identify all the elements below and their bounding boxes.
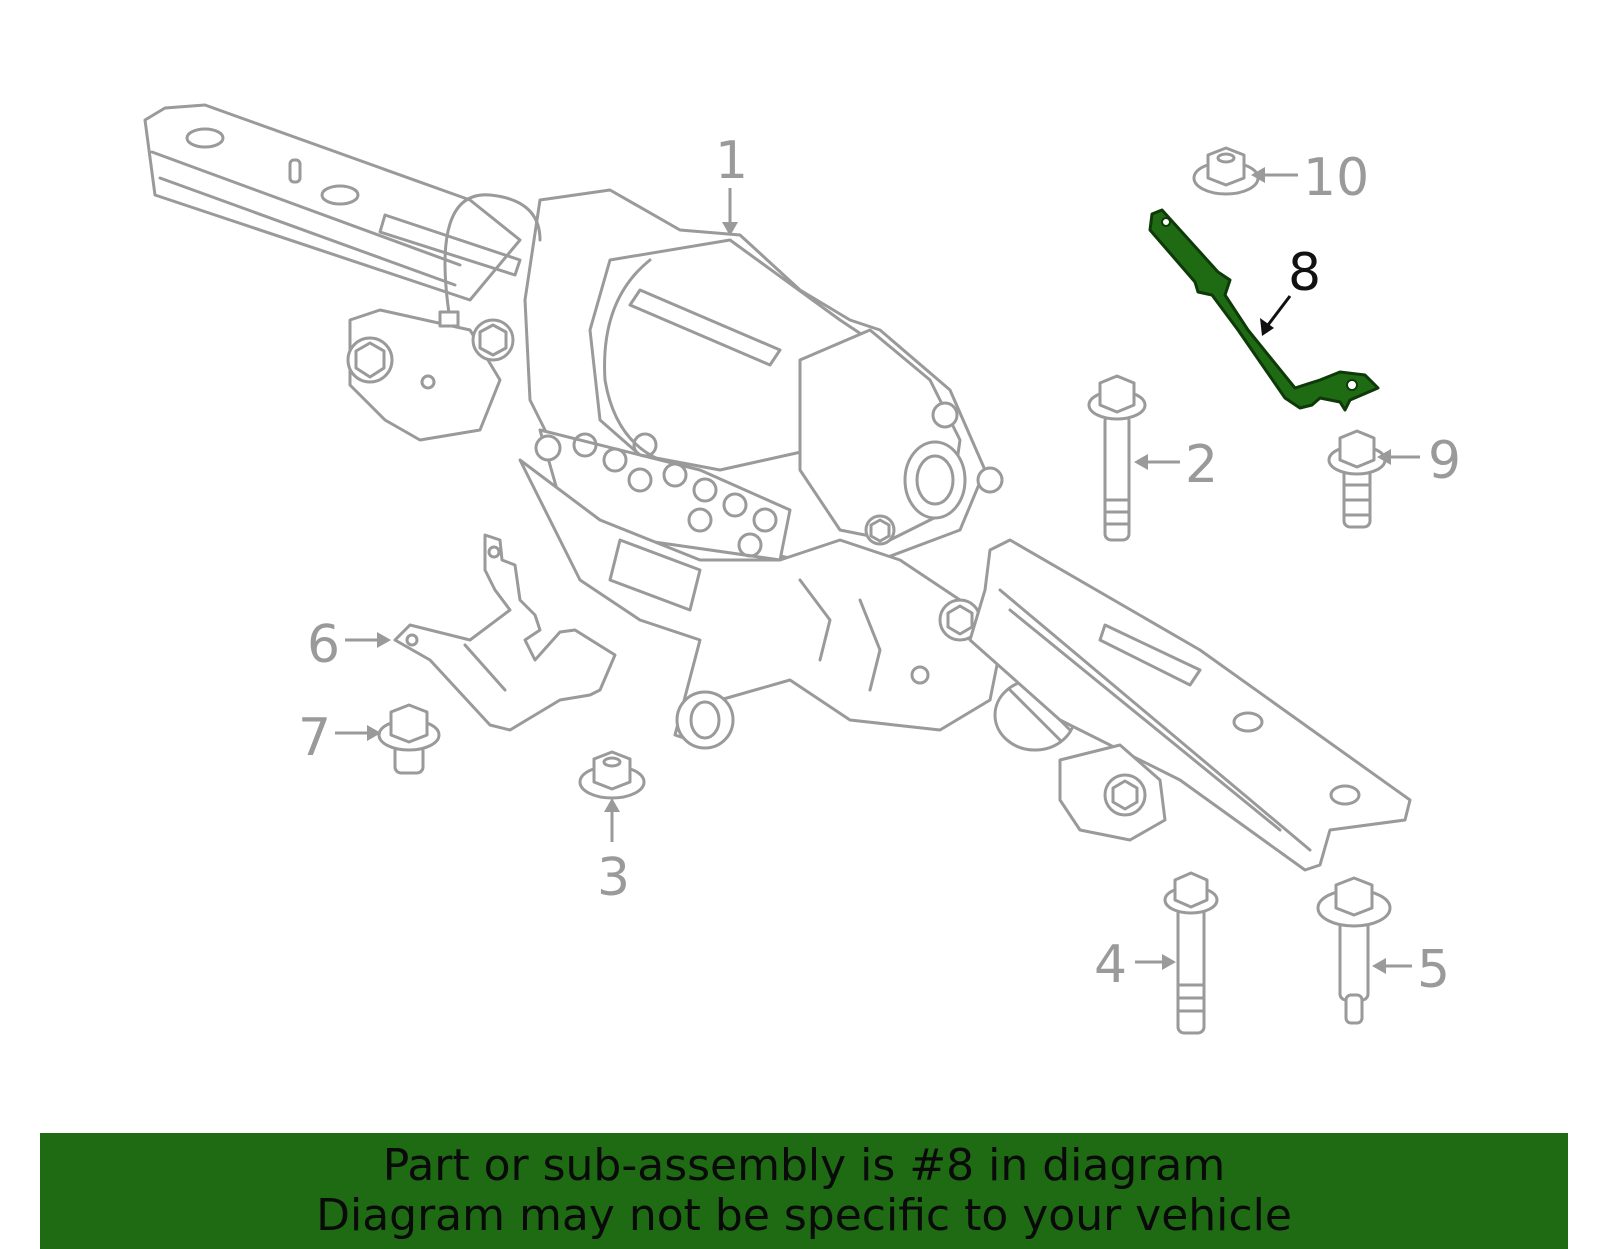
part-7-bolt (377, 703, 441, 775)
callout-arrows (335, 167, 1420, 974)
callout-3: 3 (597, 848, 630, 908)
callout-10: 10 (1303, 148, 1369, 208)
callout-7: 7 (298, 708, 331, 768)
callout-5: 5 (1417, 940, 1450, 1000)
part-6-bracket (393, 533, 617, 732)
part-2-bolt (1087, 374, 1147, 542)
callout-8: 8 (1288, 243, 1321, 303)
callout-6: 6 (307, 615, 340, 675)
callout-9: 9 (1428, 431, 1461, 491)
part-5-bolt (1316, 876, 1392, 1025)
callout-2: 2 (1185, 435, 1218, 495)
part-3-nut (578, 750, 646, 800)
rear-subframe-assembly (143, 103, 1412, 872)
part-4-bolt (1163, 871, 1219, 1035)
callout-1: 1 (715, 131, 748, 191)
part-8-ground-strap[interactable] (1148, 208, 1380, 412)
info-banner: Part or sub-assembly is #8 in diagram Di… (40, 1133, 1568, 1249)
banner-line-1: Part or sub-assembly is #8 in diagram (382, 1140, 1226, 1191)
callout-4: 4 (1094, 935, 1127, 995)
callout-labels: 1 2 3 4 5 6 7 8 9 10 (298, 131, 1461, 1000)
banner-line-2: Diagram may not be specific to your vehi… (316, 1190, 1292, 1241)
part-9-bolt (1327, 429, 1387, 529)
part-10-nut (1192, 146, 1260, 196)
